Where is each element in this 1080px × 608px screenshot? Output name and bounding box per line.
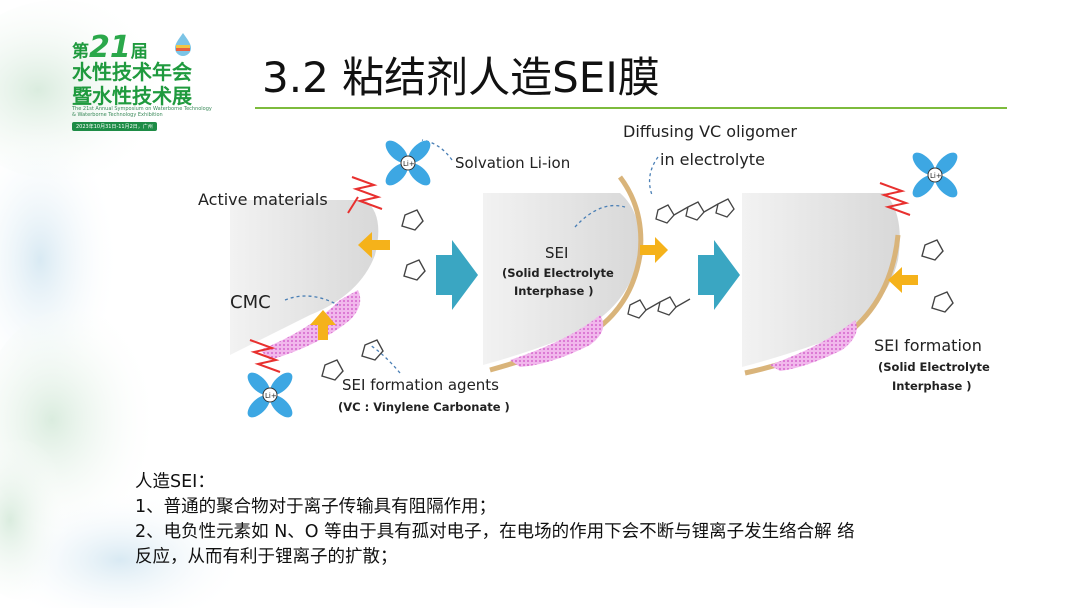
sei-diagram: Active materials CMC Solvation Li-ion SE… <box>198 122 990 418</box>
li-ion-bottom: Li+ <box>247 372 293 418</box>
yellow-arrow-3 <box>640 237 668 263</box>
page-title: 3.2 粘结剂人造SEI膜 <box>262 53 660 102</box>
diffusing-pointer <box>648 156 659 196</box>
vc-molecule-icon-right <box>921 239 954 313</box>
body-point-2a: 2、电负性元素如 N、O 等由于具有孤对电子，在电场的作用下会不断与锂离子发生络… <box>135 522 855 542</box>
active-particle-1 <box>230 200 379 355</box>
svg-text:Li+: Li+ <box>930 172 942 180</box>
label-sei-formation: SEI formation <box>874 336 982 355</box>
lightning-icon-2 <box>249 339 281 373</box>
lightning-icon-3 <box>879 182 911 216</box>
label-sei-full-1: (Solid Electrolyte <box>502 266 614 280</box>
solvation-pointer <box>421 139 453 161</box>
cmc-coating-2 <box>510 315 604 367</box>
logo-line1: 第21届 <box>72 30 148 65</box>
label-sei-formation-2: Interphase ) <box>892 379 972 393</box>
label-diffusing-1: Diffusing VC oligomer <box>623 122 797 141</box>
logo-line5: 2023年10月31日-11月2日，广州 <box>72 122 157 131</box>
logo-line3: 暨水性技术展 <box>72 84 192 108</box>
li-ion-right: Li+ <box>912 152 958 198</box>
yellow-arrow-1 <box>358 232 390 258</box>
body-point-2b: 反应，从而有利于锂离子的扩散； <box>135 547 398 567</box>
label-diffusing-2: in electrolyte <box>660 150 765 169</box>
yellow-arrow-4 <box>888 267 918 293</box>
label-cmc: CMC <box>230 292 271 313</box>
cmc-pointer <box>284 295 339 306</box>
lightning-arrow-1 <box>347 196 359 214</box>
label-sei-agents: SEI formation agents <box>342 376 499 394</box>
svg-text:Li+: Li+ <box>403 160 415 168</box>
vc-molecule-icon <box>321 209 426 381</box>
yellow-arrow-2 <box>310 310 336 340</box>
vc-oligomer-icon <box>627 198 735 319</box>
agents-pointer <box>369 344 401 374</box>
event-logo: 第21届 水性技术年会 暨水性技术展 The 21st Annual Sympo… <box>66 30 216 140</box>
body-heading: 人造SEI： <box>135 472 215 492</box>
title-underline <box>255 107 1007 109</box>
cmc-coating-3 <box>770 320 857 371</box>
teal-arrow-1 <box>436 240 478 310</box>
lightning-icon-1 <box>351 176 383 210</box>
logo-mark-icon <box>175 33 191 56</box>
body-point-1: 1、普通的聚合物对于离子传输具有阻隔作用； <box>135 497 497 517</box>
body-text: 人造SEI： 1、普通的聚合物对于离子传输具有阻隔作用； 2、电负性元素如 N、… <box>135 470 995 570</box>
label-sei-formation-1: (Solid Electrolyte <box>878 360 990 374</box>
active-particle-2 <box>483 193 640 365</box>
sei-pointer <box>574 204 626 228</box>
svg-text:Li+: Li+ <box>265 392 277 400</box>
label-active-materials: Active materials <box>198 190 328 209</box>
label-sei-full-2: Interphase ) <box>514 284 594 298</box>
li-ion-top: Li+ <box>385 140 431 186</box>
logo-line4: The 21st Annual Symposium on Waterborne … <box>72 106 212 118</box>
label-sei: SEI <box>545 244 568 262</box>
teal-arrow-2 <box>698 240 740 310</box>
logo-line2: 水性技术年会 <box>72 60 192 84</box>
label-vc-note: (VC : Vinylene Carbonate ) <box>338 400 510 414</box>
active-particle-3 <box>742 193 900 367</box>
label-solvation: Solvation Li-ion <box>455 154 570 172</box>
